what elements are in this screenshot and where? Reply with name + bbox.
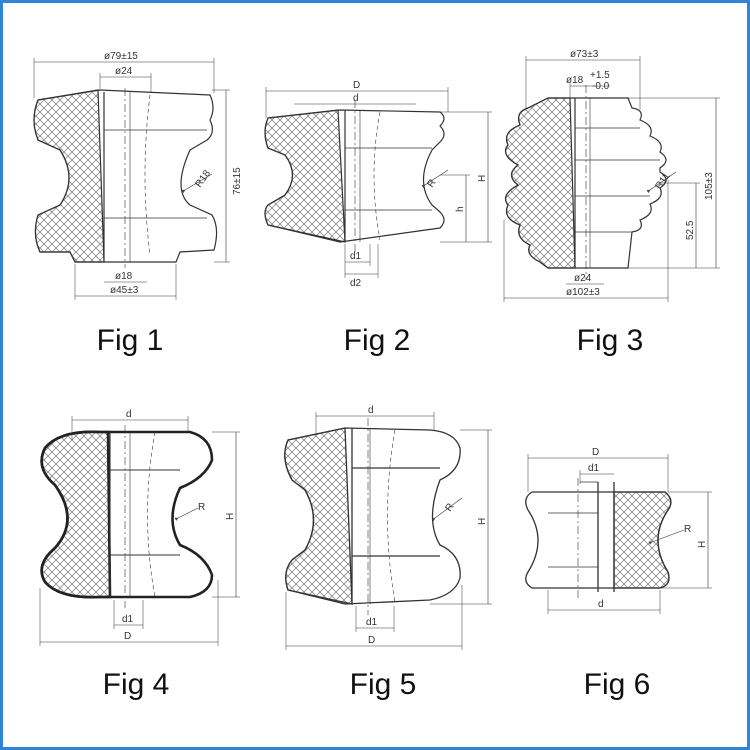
fig1-bore-diameter-bottom: ø18 [115, 271, 133, 282]
fig5-d: d [368, 405, 374, 416]
fig4-labels: d H R d1 D [122, 409, 236, 642]
fig5-D: D [368, 635, 375, 646]
fig2-D: D [353, 80, 360, 91]
fig4-drawing [40, 430, 214, 599]
fig2-H: H [477, 175, 488, 182]
fig3-bore-diameter-bottom: ø24 [574, 273, 592, 284]
fig5-d1: d1 [366, 617, 378, 628]
fig5-drawing [284, 412, 492, 650]
fig5-H: H [477, 518, 488, 525]
fig1-height: 76±15 [232, 167, 243, 195]
fig4-R: R [198, 502, 205, 513]
fig4-d1: d1 [122, 614, 134, 625]
fig1-outer-diameter: ø79±15 [104, 51, 138, 62]
fig3-base-diameter: ø102±3 [566, 287, 600, 298]
fig5-caption: Fig 5 [349, 668, 417, 701]
fig3-height: 105±3 [704, 172, 715, 200]
fig3-bore-diameter-top: ø18 [566, 75, 584, 86]
fig1-drawing [33, 58, 230, 300]
fig2-d1: d1 [350, 251, 362, 262]
fig3-tolerance-lower: -0.0 [592, 81, 610, 92]
fig3-half-height: 52.5 [685, 220, 696, 240]
fig6-d1: d1 [588, 463, 600, 474]
fig3-outer-diameter: ø73±3 [570, 49, 599, 60]
fig6-labels: D d1 R H d [588, 447, 708, 610]
fig6-D: D [592, 447, 599, 458]
fig3-drawing [503, 56, 720, 302]
fig2-d: d [353, 93, 359, 104]
fig2-drawing [264, 87, 492, 278]
fig2-h: h [455, 206, 466, 212]
fig4-H: H [225, 513, 236, 520]
fig6-H: H [697, 541, 708, 548]
fig6-drawing [525, 454, 712, 614]
fig4-details [39, 416, 240, 646]
fig4-D: D [124, 631, 131, 642]
fig6-caption: Fig 6 [583, 668, 651, 701]
fig6-d: d [598, 599, 604, 610]
fig3-caption: Fig 3 [576, 324, 644, 357]
fig1-radius: R18 [193, 168, 213, 190]
fig2-R: R [425, 177, 438, 189]
fig2-d2: d2 [350, 278, 362, 289]
fig1-caption: Fig 1 [96, 324, 164, 357]
fig1-bore-diameter-top: ø24 [115, 66, 133, 77]
fig6-R: R [684, 524, 691, 535]
fig3-tolerance-upper: +1.5 [590, 70, 610, 81]
fig2-caption: Fig 2 [343, 324, 411, 357]
fig1-base-diameter: ø45±3 [110, 285, 139, 296]
fig4-d: d [126, 409, 132, 420]
fig4-caption: Fig 4 [102, 668, 170, 701]
